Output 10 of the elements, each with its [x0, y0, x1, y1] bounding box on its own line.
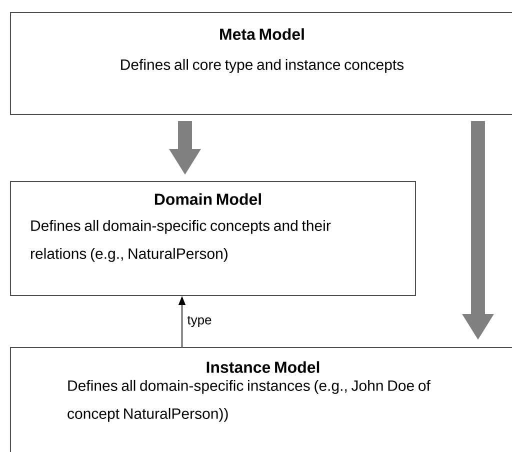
box-description: Defines all core type and instance concepts [121, 58, 404, 73]
box-title: Instance Model [206, 361, 320, 373]
model-box [10, 12, 512, 115]
box-description: Defines all domain-specific concepts and their relations (e.g., NaturalPerson) [31, 220, 331, 262]
box-description: Defines all domain-specific instances (e.g., John Doe of concept NaturalPerson)) [68, 380, 430, 422]
edge-label: type [187, 316, 212, 328]
box-title: Domain Model [154, 193, 261, 205]
box-title: Meta Model [220, 28, 304, 40]
model-box [10, 181, 416, 296]
model-box [10, 347, 512, 452]
